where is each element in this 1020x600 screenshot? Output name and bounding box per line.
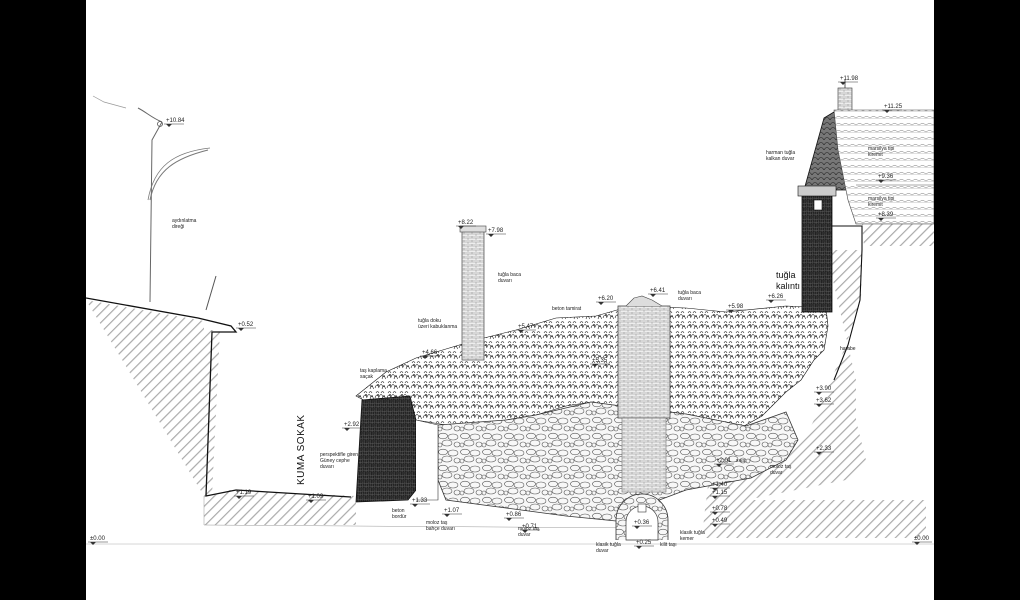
- level-right_e: +1.15: [712, 490, 728, 496]
- level-marker: [506, 518, 512, 521]
- level-right_c: +2.33: [816, 446, 832, 452]
- level-base_b: +1.07: [444, 508, 460, 514]
- level-marker: [712, 524, 718, 527]
- level-left_wall: +2.92: [344, 422, 360, 428]
- level-marker: [522, 530, 528, 533]
- level-marker: [598, 302, 604, 305]
- level-marker: [878, 218, 884, 221]
- level-marker: [650, 294, 656, 297]
- level-brick_rem: +6.26: [768, 294, 784, 300]
- level-street_top: +0.52: [238, 322, 254, 328]
- level-right_a: +3.90: [816, 386, 832, 392]
- level-marker: [458, 226, 464, 229]
- level-datum_right: ±0.00: [914, 536, 930, 542]
- level-wall_a: +5.47: [518, 324, 534, 330]
- level-marker: [816, 404, 822, 407]
- level-wall_b: +5.35: [592, 358, 608, 364]
- level-marker: [712, 496, 718, 499]
- level-chimney_mid: +6.41: [650, 288, 666, 294]
- level-base_c: +0.86: [506, 512, 522, 518]
- level-marker: [712, 512, 718, 515]
- level-base_a: +1.33: [412, 498, 428, 504]
- level-roof_right: +11.25: [884, 104, 903, 110]
- level-marker: [878, 180, 884, 183]
- level-marker: [636, 546, 642, 549]
- level-marker: [716, 464, 722, 467]
- level-marker: [840, 82, 846, 85]
- level-tower_top: +11.98: [840, 76, 859, 82]
- level-marker: [768, 300, 774, 303]
- brick-arch: [615, 493, 669, 541]
- level-repair: +6.20: [598, 296, 614, 302]
- level-marker: [816, 392, 822, 395]
- level-marker: [412, 504, 418, 507]
- level-base_d: +0.71: [522, 524, 538, 530]
- level-ridge_right: +5.98: [728, 304, 744, 310]
- level-marker: [308, 500, 314, 503]
- level-marker: [592, 364, 598, 367]
- left-chimney: [459, 225, 487, 361]
- rubble-stone-wall: [437, 401, 799, 523]
- level-mid_a: +2.01: [716, 458, 732, 464]
- level-right_d: +1.40: [712, 482, 728, 488]
- level-marker: [344, 428, 350, 431]
- level-marker: [634, 526, 640, 529]
- middle-chimney: [617, 295, 671, 493]
- level-chimney_left_a: +8.22: [458, 220, 474, 226]
- street-name: KUMA SOKAK: [296, 414, 307, 485]
- label-plaster: sıva: [736, 458, 745, 464]
- level-arch_base: +0.25: [636, 540, 652, 546]
- level-marker: [236, 496, 242, 499]
- level-marker: [422, 356, 428, 359]
- level-right_b: +3.62: [816, 398, 832, 404]
- level-roof_mid: +9.36: [878, 174, 894, 180]
- level-marker: [238, 328, 244, 331]
- level-marker: [518, 330, 524, 333]
- level-marker: [166, 124, 172, 127]
- level-datum_left: ±0.00: [90, 536, 106, 542]
- level-chimney_left_b: +7.98: [488, 228, 504, 234]
- level-wall_c: +4.66: [422, 350, 438, 356]
- level-marker: [816, 452, 822, 455]
- level-marker: [444, 514, 450, 517]
- level-marker: [914, 542, 920, 545]
- label-keystone: kilit taşı: [660, 542, 677, 548]
- level-arch: +0.36: [634, 520, 650, 526]
- level-street_low: +1.19: [236, 490, 252, 496]
- tiled-roof: [833, 109, 934, 225]
- level-right_g: +0.49: [712, 518, 728, 524]
- drawing-sheet: KUMA SOKAK +10.84 +0.52 +8.22 +7.98 +6.20 +6.…: [86, 0, 934, 600]
- level-right_f: +0.78: [712, 506, 728, 512]
- annotations: +10.84 +0.52 +8.22 +7.98 +6.20 +6.41 +5.98 +6.2…: [88, 76, 932, 554]
- level-marker: [90, 542, 96, 545]
- elevation-drawing: KUMA SOKAK +10.84 +0.52 +8.22 +7.98 +6.20 +6.…: [86, 76, 934, 554]
- level-marker: [728, 310, 734, 313]
- level-roof_low: +8.39: [878, 212, 894, 218]
- stone-cladding-wall: [355, 395, 417, 503]
- level-marker: [488, 234, 494, 237]
- level-marker: [884, 110, 890, 113]
- lighting-pole: [92, 95, 217, 311]
- label-ruin: harabe: [840, 346, 856, 352]
- level-marker: [712, 488, 718, 491]
- label-concrete_repair: beton tamirat: [552, 306, 582, 312]
- level-pole_top: +10.84: [166, 118, 185, 124]
- level-street_mid: +1.09: [308, 494, 324, 500]
